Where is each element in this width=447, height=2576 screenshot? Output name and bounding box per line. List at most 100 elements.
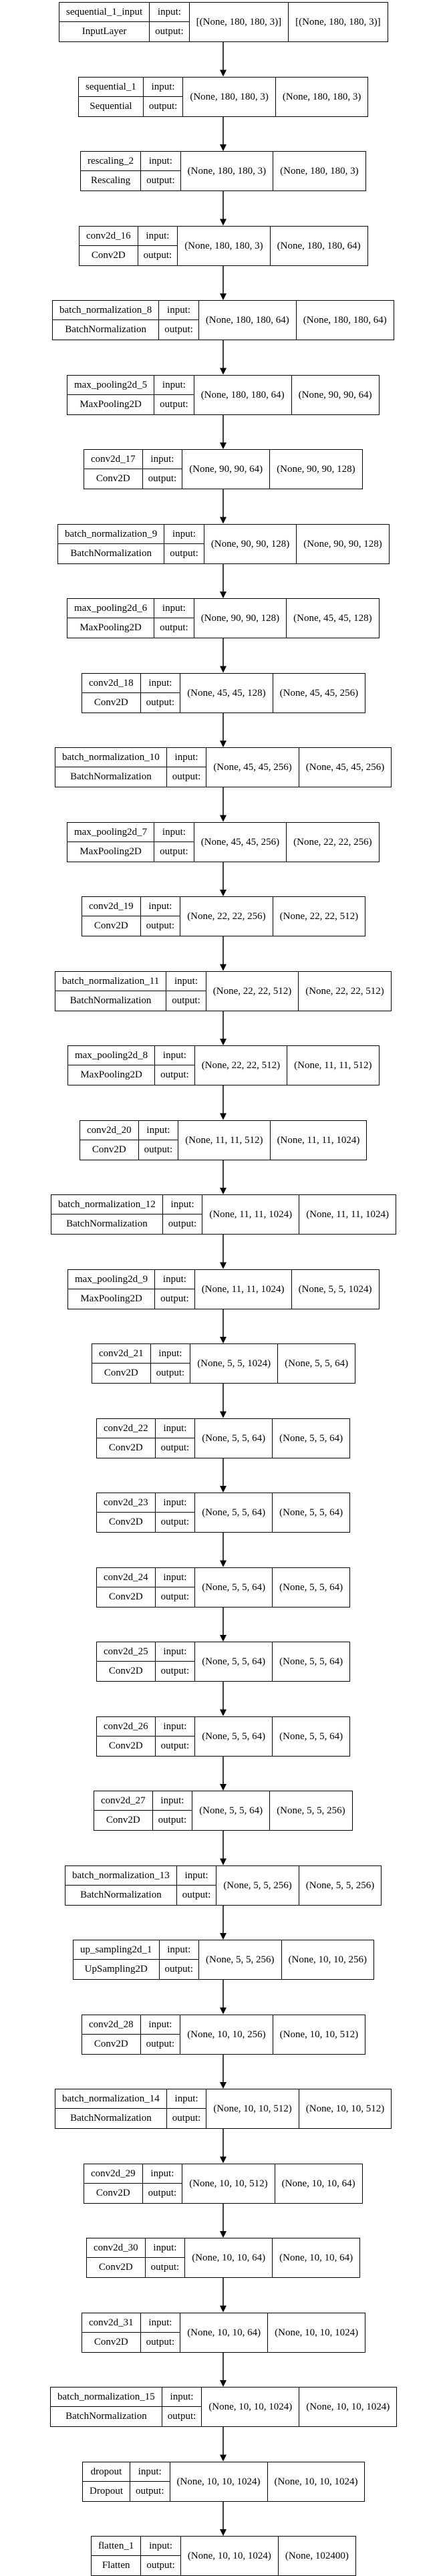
output-shape: (None, 5, 5, 64) <box>279 1432 343 1444</box>
output-shape: (None, 45, 45, 128) <box>293 612 372 624</box>
layer-name: max_pooling2d_7 <box>67 823 155 842</box>
output-shape: (None, 5, 5, 64) <box>285 1358 349 1369</box>
layer-name: batch_normalization_15 <box>51 2388 162 2407</box>
output-label: output: <box>156 1736 196 1756</box>
input-shape: (None, 5, 5, 256) <box>199 1940 282 1979</box>
input-shape: [(None, 180, 180, 3)] <box>190 3 289 41</box>
output-label: output: <box>156 1513 196 1532</box>
layer-type: BatchNormalization <box>55 2109 167 2128</box>
output-shape: (None, 5, 5, 1024) <box>298 1283 372 1295</box>
input-label: input: <box>166 748 207 767</box>
input-shape: (None, 180, 180, 64) <box>199 301 297 340</box>
output-shape: (None, 10, 10, 256) <box>288 1954 367 1965</box>
layer-name: conv2d_20 <box>80 1121 139 1140</box>
input-shape: (None, 90, 90, 128) <box>194 599 287 638</box>
input-shape: (None, 90, 90, 128) <box>204 525 297 563</box>
arrowhead <box>220 890 227 896</box>
output-label: output: <box>154 618 194 638</box>
input-label: input: <box>154 823 194 842</box>
layer-name: conv2d_29 <box>84 2164 143 2184</box>
layer-type: BatchNormalization <box>65 1886 177 1905</box>
output-shape: (None, 90, 90, 64) <box>298 389 372 400</box>
output-shape: (None, 5, 5, 256) <box>305 1880 375 1891</box>
input-shape: (None, 11, 11, 1024) <box>202 1195 300 1234</box>
output-shape: (None, 5, 5, 64) <box>279 1656 343 1667</box>
input-label: input: <box>141 2537 181 2556</box>
output-shape: (None, 90, 90, 128) <box>303 538 382 549</box>
layer-type: Conv2D <box>80 1140 139 1160</box>
input-label: input: <box>143 78 184 97</box>
layer-name: dropout <box>83 2462 130 2482</box>
input-shape: (None, 22, 22, 512) <box>195 1046 288 1085</box>
output-label: output: <box>155 1289 195 1309</box>
input-shape: (None, 180, 180, 64) <box>194 376 292 414</box>
output-label: output: <box>167 2109 207 2128</box>
input-shape: (None, 10, 10, 1024) <box>202 2388 300 2426</box>
layer-name: conv2d_31 <box>82 2313 141 2333</box>
layer-type: Conv2D <box>82 2333 141 2352</box>
output-label: output: <box>141 2035 181 2054</box>
layer-name: conv2d_17 <box>84 450 143 469</box>
input-shape: (None, 5, 5, 64) <box>195 1642 273 1681</box>
output-label: output: <box>167 767 207 787</box>
layer-type: MaxPooling2D <box>68 1289 156 1309</box>
arrowhead <box>220 2082 227 2089</box>
arrowhead <box>220 1039 227 1045</box>
output-shape: (None, 10, 10, 1024) <box>275 2327 359 2338</box>
layer-type: Conv2D <box>97 1662 156 1681</box>
arrowhead <box>220 1560 227 1567</box>
layer-type: Conv2D <box>84 2184 143 2203</box>
input-shape: (None, 5, 5, 64) <box>195 1568 273 1607</box>
input-label: input: <box>140 2313 181 2333</box>
input-shape: (None, 5, 5, 64) <box>192 1791 271 1830</box>
layer-type: Conv2D <box>97 1736 156 1756</box>
arrowhead <box>220 1709 227 1716</box>
output-shape: (None, 22, 22, 512) <box>279 910 359 922</box>
arrowhead <box>220 964 227 971</box>
input-label: input: <box>166 972 206 991</box>
layer-type: BatchNormalization <box>51 1214 163 1234</box>
layer-type: BatchNormalization <box>53 320 160 340</box>
input-label: input: <box>155 1642 196 1662</box>
layer-type: Conv2D <box>92 1364 151 1383</box>
output-label: output: <box>146 2258 186 2277</box>
output-shape: (None, 5, 5, 64) <box>279 1581 343 1593</box>
input-shape: (None, 5, 5, 1024) <box>190 1344 279 1383</box>
input-label: input: <box>154 599 194 618</box>
output-shape: (None, 180, 180, 3) <box>282 91 361 102</box>
input-shape: (None, 45, 45, 256) <box>194 823 287 862</box>
layer-name: sequential_1_input <box>59 3 150 22</box>
layer-type: Conv2D <box>97 1438 156 1458</box>
output-shape: (None, 11, 11, 1024) <box>277 1134 360 1146</box>
output-shape: (None, 22, 22, 512) <box>305 985 384 997</box>
arrowhead <box>220 1486 227 1493</box>
layer-type: BatchNormalization <box>55 767 167 787</box>
output-label: output: <box>162 2407 202 2426</box>
layer-name: max_pooling2d_5 <box>67 376 155 395</box>
input-shape: (None, 22, 22, 512) <box>206 972 299 1011</box>
output-label: output: <box>143 469 183 489</box>
input-label: input: <box>142 2164 183 2184</box>
output-label: output: <box>164 544 204 563</box>
arrowhead <box>220 442 227 449</box>
output-shape: (None, 22, 22, 256) <box>293 836 372 848</box>
arrowhead <box>220 219 227 226</box>
input-shape: (None, 10, 10, 64) <box>180 2313 269 2352</box>
input-label: input: <box>166 2089 207 2109</box>
output-shape: (None, 180, 180, 64) <box>303 314 387 326</box>
input-label: input: <box>130 2462 170 2482</box>
layer-type: Conv2D <box>82 693 141 713</box>
layer-name: conv2d_16 <box>80 227 138 246</box>
